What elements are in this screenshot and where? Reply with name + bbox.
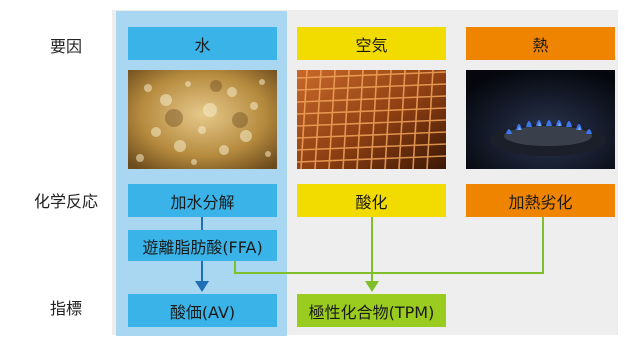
row-label-factor: 要因 — [49, 37, 82, 56]
reaction-hydrolysis-box: 加水分解 — [128, 184, 277, 217]
row-label-indicator: 指標 — [49, 299, 82, 318]
frying-oil-bubbles-photo — [128, 70, 277, 169]
factor-air-box: 空気 — [297, 27, 446, 60]
indicator-polar-compounds-box: 極性化合物(TPM) — [297, 294, 446, 327]
ffa-box: 遊離脂肪酸(FFA) — [128, 230, 277, 261]
factor-water-box: 水 — [128, 27, 277, 60]
fryer-mesh-basket-photo — [297, 70, 446, 169]
reaction-thermal-degradation-box: 加熱劣化 — [466, 184, 615, 217]
reaction-oxidation-box: 酸化 — [297, 184, 446, 217]
indicator-acid-value-box: 酸価(AV) — [128, 294, 277, 327]
row-label-reaction: 化学反応 — [33, 192, 98, 211]
gas-burner-flame-photo — [466, 70, 615, 169]
factor-heat-box: 熱 — [466, 27, 615, 60]
